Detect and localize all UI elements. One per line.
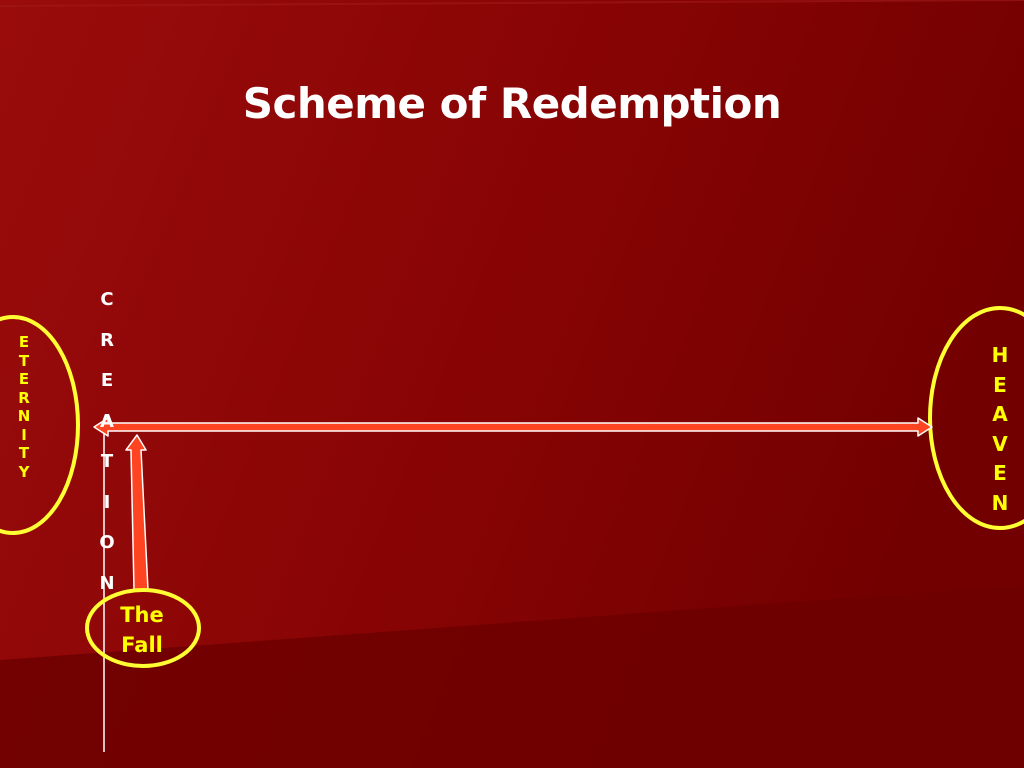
background-lower-band	[0, 585, 1024, 768]
eternity-letter: R	[18, 388, 30, 407]
heaven-letter: A	[992, 402, 1008, 426]
fall-label-line: Fall	[121, 633, 163, 657]
heaven-letter: H	[991, 343, 1009, 367]
heaven-letter: E	[993, 461, 1007, 485]
background-top-line	[0, 0, 1024, 7]
creation-letter: A	[100, 410, 114, 432]
slide-title: Scheme of Redemption	[242, 79, 782, 128]
creation-letter: E	[100, 370, 114, 391]
fall-label: The Fall	[102, 600, 182, 660]
heaven-letter: N	[991, 490, 1009, 515]
eternity-letter: T	[18, 351, 30, 370]
creation-label: C R E A T I O N	[94, 286, 120, 610]
heaven-letter: E	[993, 372, 1007, 397]
heaven-label: H E A V E N	[988, 342, 1012, 519]
eternity-letter: N	[17, 407, 31, 425]
eternity-letter: T	[18, 444, 30, 462]
fall-label-line: The	[120, 603, 164, 627]
heaven-letter: V	[992, 431, 1008, 456]
eternity-label: E T E R N I T Y	[14, 333, 34, 481]
eternity-letter: E	[18, 370, 30, 388]
creation-letter: R	[100, 329, 114, 351]
creation-letter: I	[103, 491, 111, 513]
creation-letter: C	[100, 289, 114, 310]
eternity-letter: E	[18, 333, 30, 351]
creation-letter: T	[100, 451, 114, 472]
eternity-letter: Y	[18, 462, 30, 481]
creation-letter: N	[99, 572, 115, 594]
eternity-letter: I	[21, 425, 27, 444]
creation-letter: O	[99, 532, 115, 553]
